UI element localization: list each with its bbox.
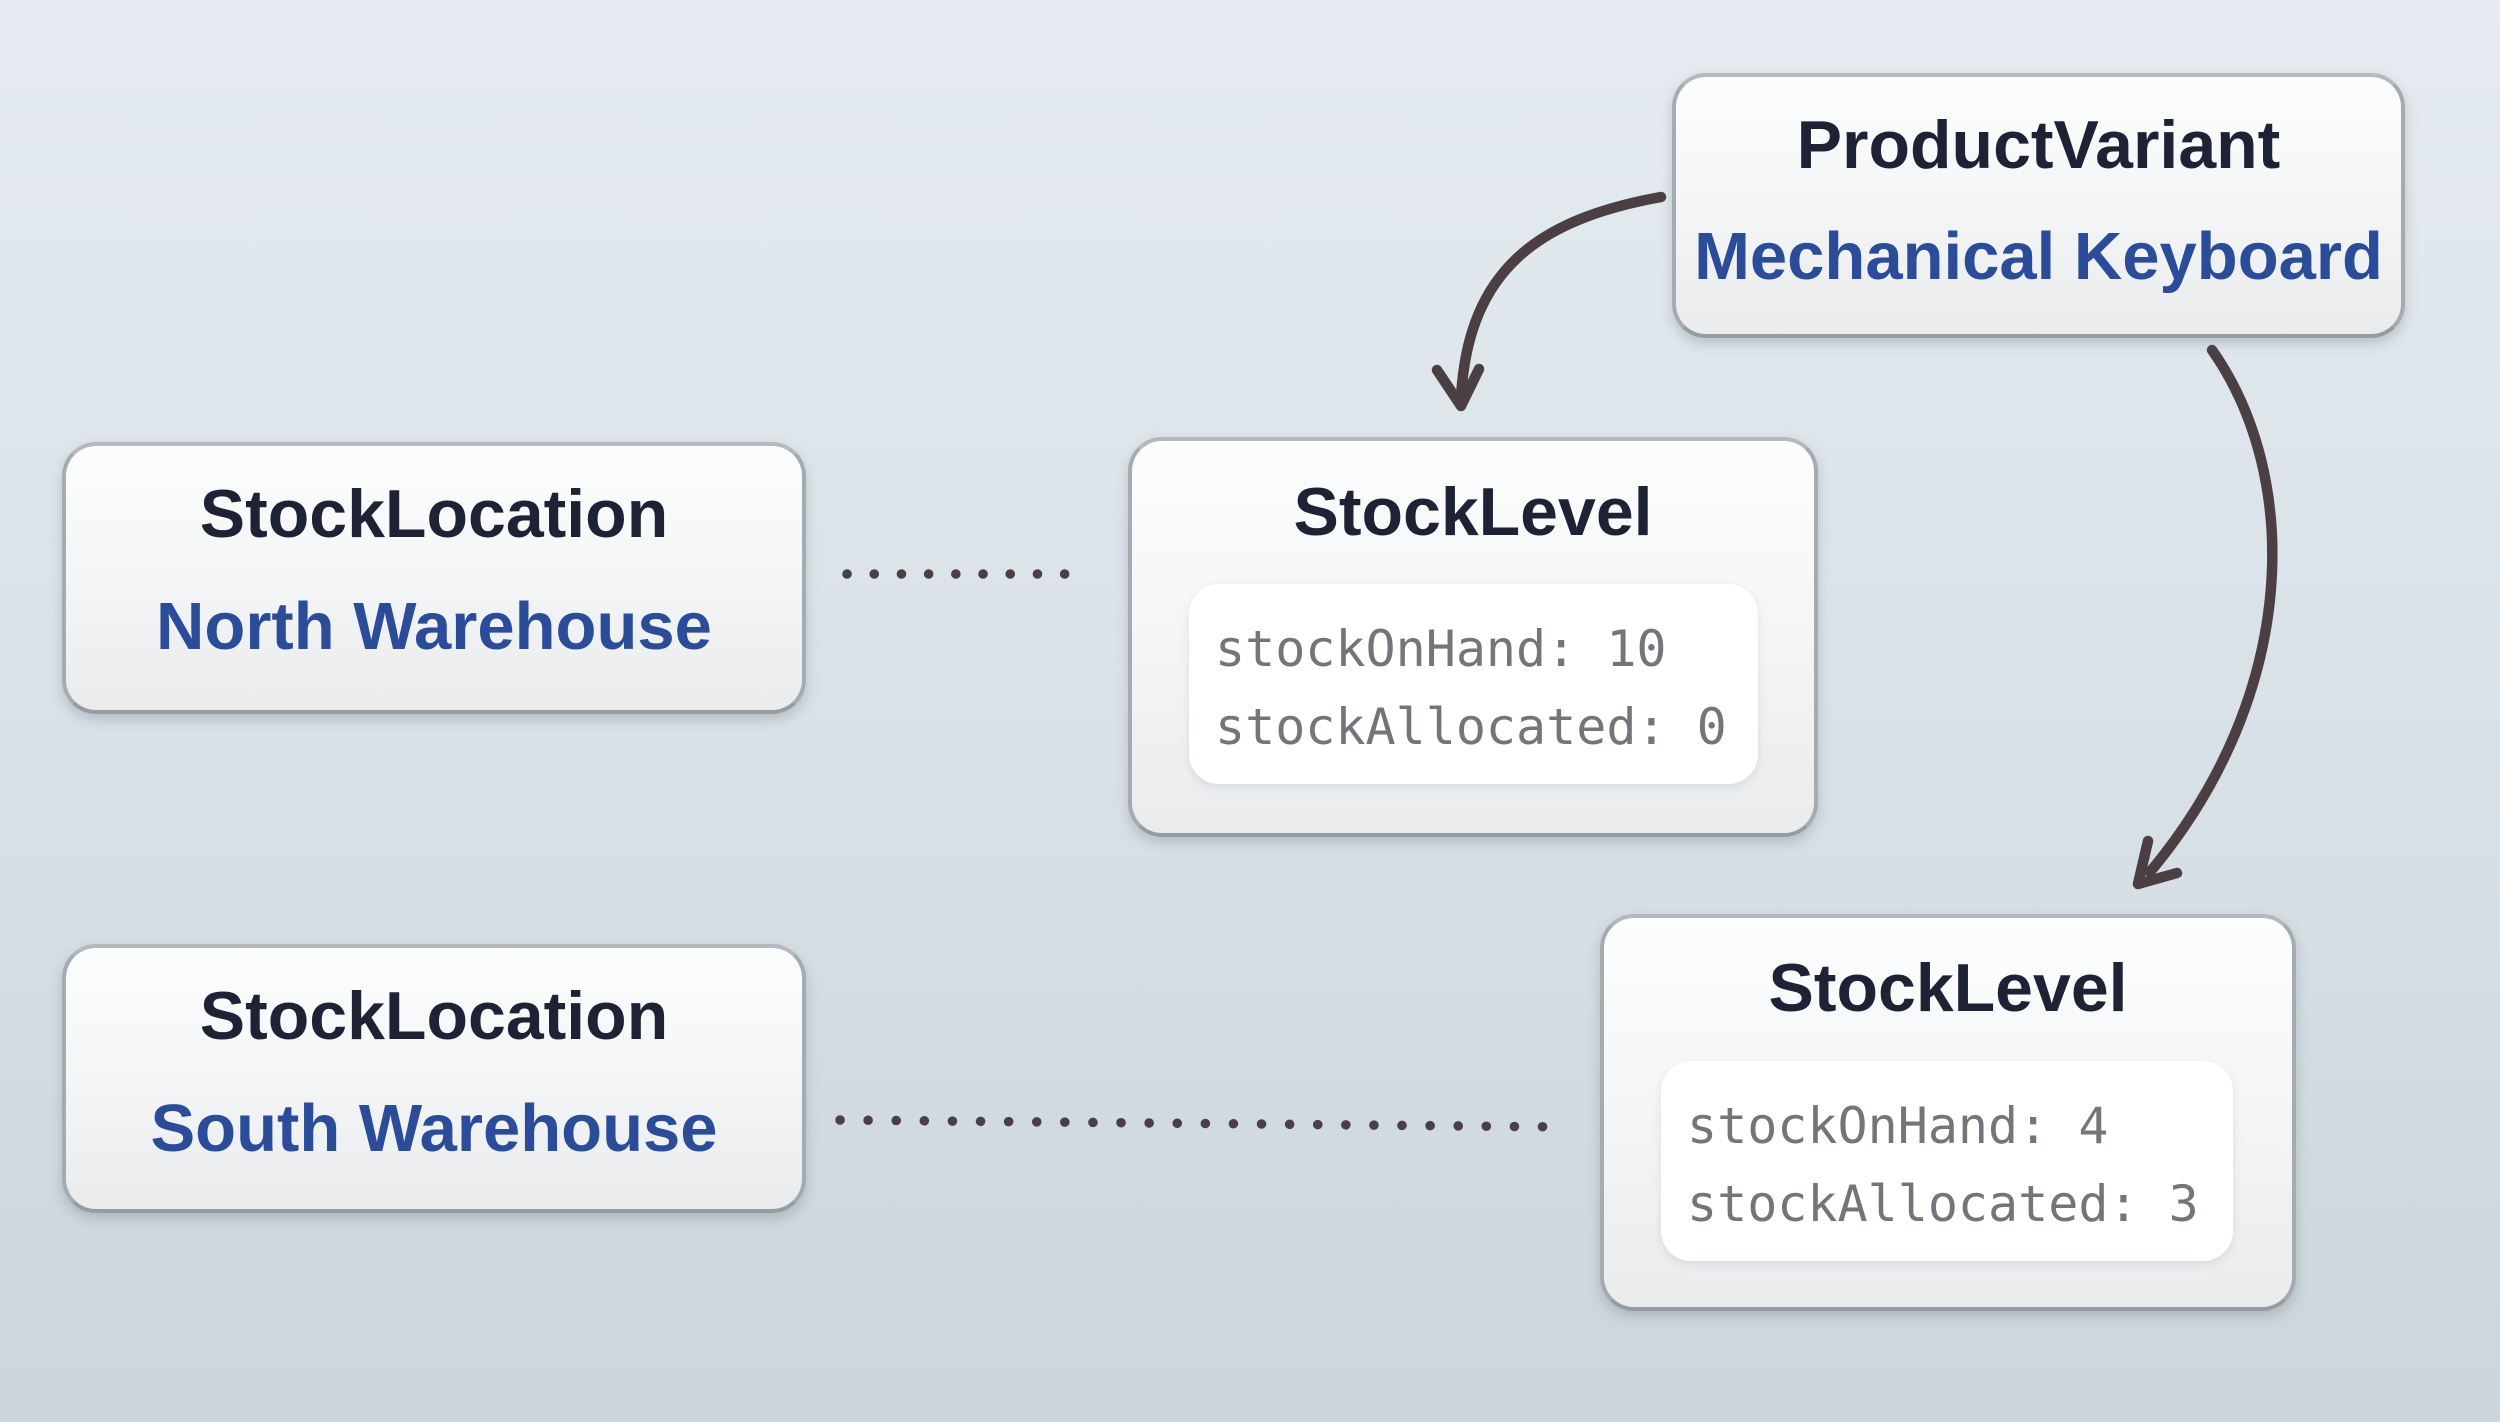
field-card: stockOnHand: 10 stockAllocated: 0 [1189,584,1758,784]
arrow-curve [1455,191,1667,404]
node-product-variant: ProductVariant Mechanical Keyboard [1672,73,2405,338]
node-stock-level-south: StockLevel stockOnHand: 4 stockAllocated… [1600,914,2296,1311]
node-stock-location-south: StockLocation South Warehouse [62,944,806,1213]
arrow-productvariant-to-north-stocklevel [1431,191,1667,412]
field-stock-on-hand: stockOnHand: 4 [1687,1097,2109,1155]
arrow-productvariant-to-south-stocklevel [2132,344,2278,890]
field-card: stockOnHand: 4 stockAllocated: 3 [1661,1061,2233,1261]
entity-type-title: StockLocation [199,476,669,552]
entity-instance-label: North Warehouse [156,589,712,664]
field-stock-allocated: stockAllocated: 3 [1687,1175,2199,1233]
arrow-curve [2144,344,2278,878]
node-stock-level-north: StockLevel stockOnHand: 10 stockAllocate… [1128,437,1818,837]
dotted-link-south-location-to-south-stocklevel [835,1115,1575,1132]
field-stock-on-hand: stockOnHand: 10 [1215,620,1667,678]
entity-type-title: StockLevel [1293,474,1653,550]
node-stock-location-north: StockLocation North Warehouse [62,442,806,714]
arrowhead-icon [2132,835,2183,890]
entity-instance-label: Mechanical Keyboard [1694,219,2383,294]
entity-type-title: StockLevel [1768,950,2128,1026]
field-stock-allocated: stockAllocated: 0 [1215,698,1727,756]
entity-type-title: ProductVariant [1796,107,2281,183]
arrowhead-icon [1431,363,1485,412]
entity-type-title: StockLocation [199,978,669,1054]
entity-instance-label: South Warehouse [150,1091,718,1166]
